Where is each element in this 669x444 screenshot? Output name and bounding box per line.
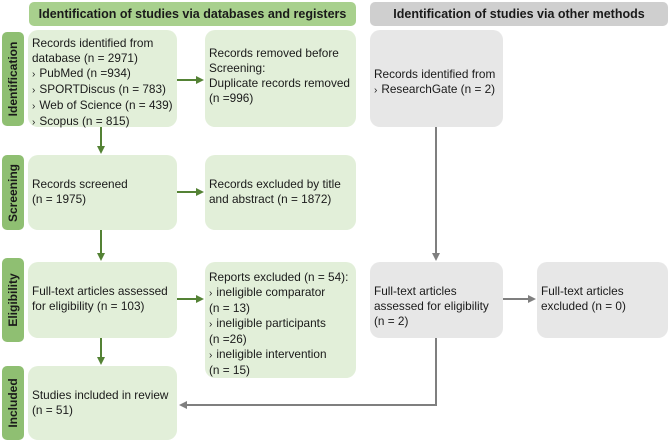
fulltext-assessed-line1: Full-text articles assessed — [32, 284, 168, 298]
records-identified-line1: Records identified from — [32, 36, 154, 50]
studies-included-box: Studies included in review (n = 51) — [28, 366, 177, 440]
studies-included-line1: Studies included in review — [32, 388, 169, 402]
source-sportdiscus: SPORTDiscus (n = 783) — [32, 82, 173, 98]
records-screened-line1: Records screened — [32, 177, 128, 191]
other-identified-line1: Records identified from — [374, 67, 496, 81]
records-screened-line2: (n = 1975) — [32, 192, 87, 206]
stage-identification: Identification — [2, 32, 24, 126]
fulltext-assessed-line2: for eligibility (n = 103) — [32, 299, 145, 313]
other-fulltext-line1: Full-text articles — [374, 284, 457, 298]
source-scopus: Scopus (n = 815) — [32, 114, 173, 130]
other-fulltext-assessed-box: Full-text articles assessed for eligibil… — [370, 262, 503, 338]
other-fulltext-line3: (n = 2) — [374, 314, 409, 328]
stage-included: Included — [2, 366, 24, 440]
records-removed-line1: Records removed before — [209, 46, 339, 60]
stage-eligibility-label: Eligibility — [6, 273, 20, 327]
source-researchgate: ResearchGate (n = 2) — [374, 82, 499, 98]
reports-excluded-box: Reports excluded (n = 54): ineligible co… — [205, 262, 356, 378]
records-identified-line2: database (n = 2971) — [32, 51, 138, 65]
reason-participants: ineligible participants — [209, 316, 352, 332]
stage-identification-label: Identification — [6, 41, 20, 117]
other-records-identified-box: Records identified from ResearchGate (n … — [370, 30, 503, 127]
records-removed-line3: Duplicate records removed — [209, 76, 350, 90]
reason-intervention-count: (n = 15) — [209, 363, 250, 377]
fulltext-assessed-box: Full-text articles assessed for eligibil… — [28, 262, 177, 338]
reports-excluded-title: Reports excluded (n = 54): — [209, 270, 349, 284]
source-web-of-science: Web of Science (n = 439) — [32, 98, 173, 114]
stage-screening: Screening — [2, 155, 24, 230]
stage-included-label: Included — [6, 378, 20, 428]
other-fulltext-excluded-box: Full-text articles excluded (n = 0) — [537, 262, 668, 338]
source-pubmed: PubMed (n =934) — [32, 66, 173, 82]
records-removed-box: Records removed before Screening: Duplic… — [205, 30, 356, 127]
other-excluded-line2: excluded (n = 0) — [541, 299, 626, 313]
records-excluded-line2: and abstract (n = 1872) — [209, 192, 332, 206]
records-removed-line4: (n =996) — [209, 91, 254, 105]
studies-included-line2: (n = 51) — [32, 403, 73, 417]
reason-comparator-count: (n = 13) — [209, 301, 250, 315]
databases-header: Identification of studies via databases … — [29, 2, 356, 26]
reason-participants-count: (n =26) — [209, 332, 247, 346]
other-excluded-line1: Full-text articles — [541, 284, 624, 298]
reason-comparator: ineligible comparator — [209, 285, 352, 301]
records-screened-box: Records screened (n = 1975) — [28, 155, 177, 230]
other-fulltext-line2: assessed for eligibility — [374, 299, 489, 313]
other-methods-header: Identification of studies via other meth… — [370, 2, 668, 26]
records-excluded-line1: Records excluded by title — [209, 177, 341, 191]
records-excluded-box: Records excluded by title and abstract (… — [205, 155, 356, 230]
stage-screening-label: Screening — [6, 163, 20, 222]
records-removed-line2: Screening: — [209, 61, 266, 75]
reason-intervention: ineligible intervention — [209, 347, 352, 363]
stage-eligibility: Eligibility — [2, 258, 24, 342]
records-identified-box: Records identified from database (n = 29… — [28, 30, 177, 130]
